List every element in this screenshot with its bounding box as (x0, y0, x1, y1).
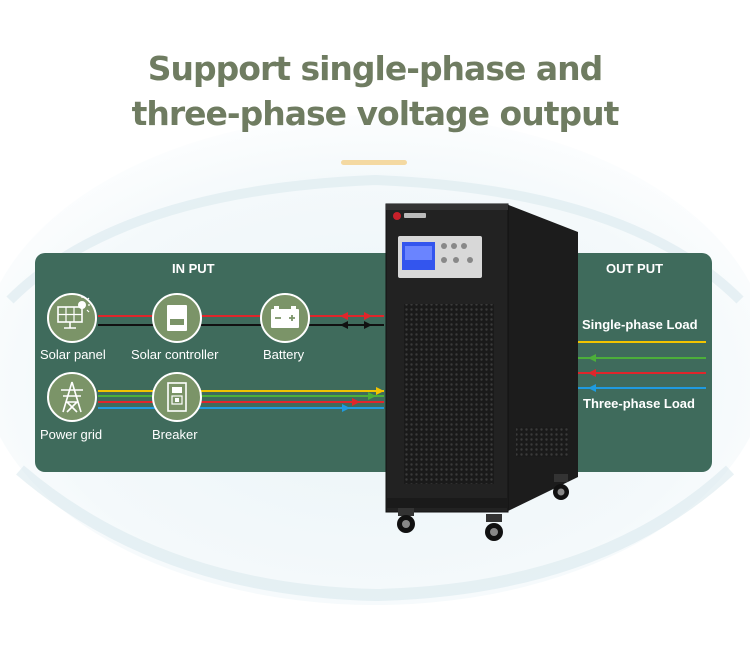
output-heading: OUT PUT (606, 261, 664, 276)
arrow-right-black (364, 321, 372, 329)
battery-node (260, 293, 310, 343)
arrow-grid-red (352, 398, 360, 406)
arrow-grid-blue (342, 404, 350, 412)
power-grid-label: Power grid (40, 427, 103, 442)
single-phase-load-label: Single-phase Load (582, 317, 698, 332)
arrow-out-green (588, 354, 596, 362)
side-vent (516, 427, 568, 457)
battery-icon (271, 306, 299, 328)
power-grid-node (47, 372, 97, 422)
input-panel (35, 253, 390, 472)
solar-controller-icon (167, 305, 187, 331)
solar-panel-label: Solar panel (40, 347, 106, 362)
arrow-out-blue (588, 384, 596, 392)
solar-controller-label: Solar controller (131, 347, 219, 362)
battery-label: Battery (263, 347, 305, 362)
breaker-node (152, 372, 202, 422)
arrow-out-red (588, 369, 596, 377)
arrow-grid-green (368, 392, 376, 400)
arrow-left-red (340, 312, 348, 320)
solar-panel-icon (57, 296, 90, 329)
solar-controller-node (152, 293, 202, 343)
title-underline (341, 160, 407, 165)
breaker-label: Breaker (152, 427, 198, 442)
inverter-cabinet (385, 203, 578, 541)
breaker-icon (167, 382, 187, 412)
solar-panel-node (47, 293, 97, 343)
output-panel (576, 253, 712, 472)
arrow-grid-yellow (376, 387, 384, 395)
page-title: Support single-phase and three-phase vol… (0, 46, 750, 136)
title-line-1: Support single-phase and (147, 49, 603, 88)
three-phase-load-label: Three-phase Load (583, 396, 695, 411)
brand-logo (393, 212, 401, 220)
power-tower-icon (61, 381, 83, 413)
title-line-2: three-phase voltage output (131, 94, 620, 133)
caster-wheels (397, 474, 569, 541)
front-vent (404, 304, 494, 484)
arrow-left-black (340, 321, 348, 329)
input-heading: IN PUT (172, 261, 215, 276)
arrow-right-red (364, 312, 372, 320)
